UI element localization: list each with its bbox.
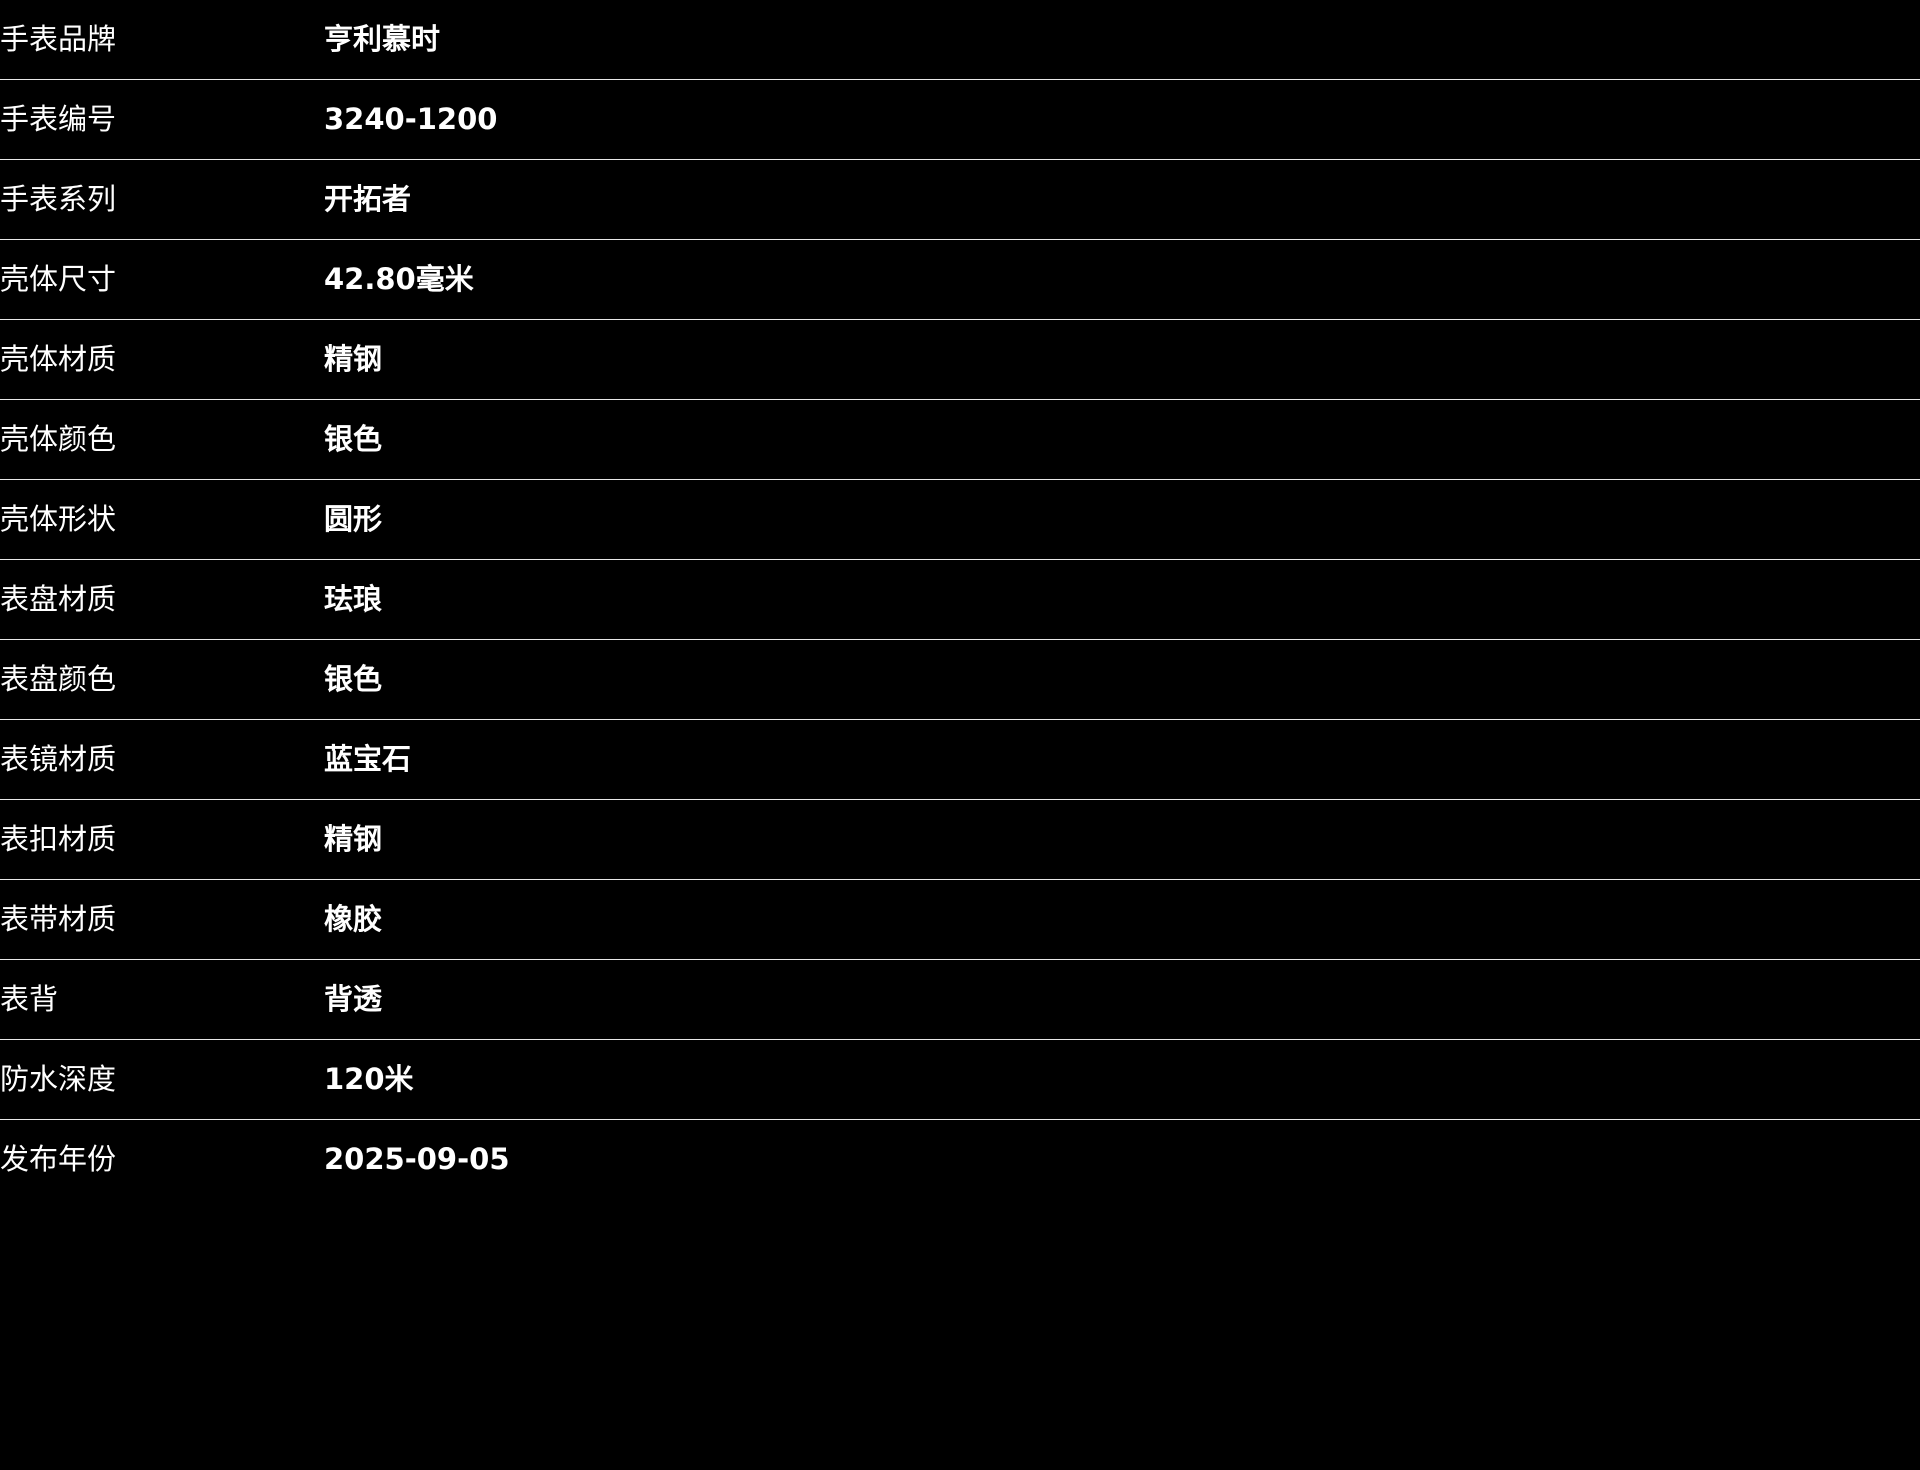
spec-row: 手表编号 3240-1200 — [0, 80, 1920, 160]
spec-row: 表背 背透 — [0, 960, 1920, 1040]
spec-label: 壳体形状 — [0, 501, 117, 536]
spec-label: 表扣材质 — [0, 821, 117, 856]
spec-value: 精钢 — [324, 821, 383, 856]
spec-row: 手表品牌 亨利慕时 — [0, 0, 1920, 80]
spec-row: 防水深度 120米 — [0, 1040, 1920, 1120]
spec-label: 表带材质 — [0, 901, 117, 936]
spec-label: 表背 — [0, 981, 59, 1016]
spec-label: 手表系列 — [0, 181, 117, 216]
spec-label: 发布年份 — [0, 1142, 117, 1177]
spec-value: 背透 — [324, 981, 383, 1016]
spec-row: 手表系列 开拓者 — [0, 160, 1920, 240]
spec-row: 表盘材质 珐琅 — [0, 560, 1920, 640]
spec-value: 珐琅 — [324, 581, 383, 616]
spec-row: 发布年份 2025-09-05 — [0, 1120, 1920, 1200]
spec-value: 橡胶 — [324, 901, 383, 936]
spec-label: 壳体材质 — [0, 341, 117, 376]
spec-value: 银色 — [324, 661, 383, 696]
spec-value: 3240-1200 — [324, 101, 498, 136]
spec-row: 表镜材质 蓝宝石 — [0, 720, 1920, 800]
spec-label: 表盘材质 — [0, 581, 117, 616]
spec-row: 表带材质 橡胶 — [0, 880, 1920, 960]
spec-value: 蓝宝石 — [324, 741, 412, 776]
spec-row: 表扣材质 精钢 — [0, 800, 1920, 880]
spec-label: 表镜材质 — [0, 741, 117, 776]
spec-label: 手表品牌 — [0, 21, 117, 56]
spec-row: 表盘颜色 银色 — [0, 640, 1920, 720]
spec-value: 银色 — [324, 421, 383, 456]
spec-row: 壳体材质 精钢 — [0, 320, 1920, 400]
spec-label: 防水深度 — [0, 1061, 117, 1096]
spec-value: 42.80毫米 — [324, 261, 474, 296]
spec-value: 精钢 — [324, 341, 383, 376]
spec-row: 壳体尺寸 42.80毫米 — [0, 240, 1920, 320]
spec-label: 表盘颜色 — [0, 661, 117, 696]
spec-label: 手表编号 — [0, 101, 117, 136]
spec-value: 亨利慕时 — [324, 21, 441, 56]
spec-row: 壳体颜色 银色 — [0, 400, 1920, 480]
spec-value: 圆形 — [324, 501, 383, 536]
spec-value: 开拓者 — [324, 181, 412, 216]
spec-value: 2025-09-05 — [324, 1142, 510, 1177]
spec-label: 壳体尺寸 — [0, 261, 117, 296]
spec-row: 壳体形状 圆形 — [0, 480, 1920, 560]
spec-value: 120米 — [324, 1061, 414, 1096]
spec-label: 壳体颜色 — [0, 421, 117, 456]
